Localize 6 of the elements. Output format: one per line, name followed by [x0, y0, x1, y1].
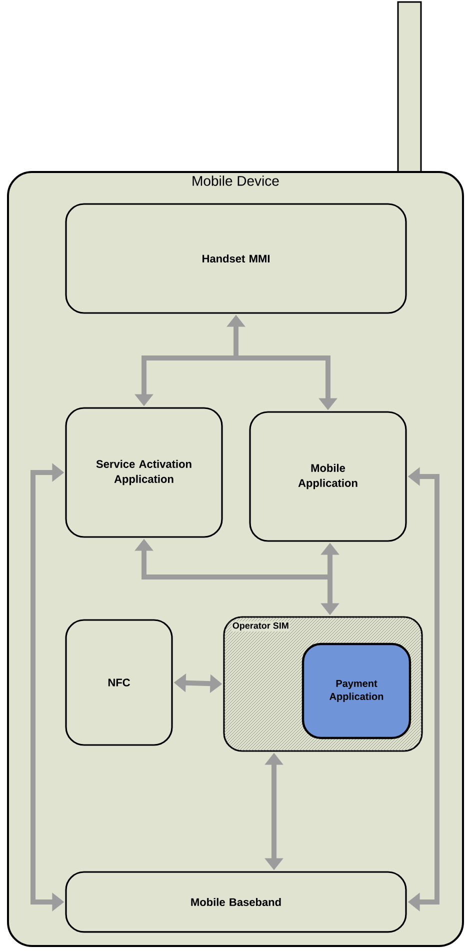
component-box: Service Activation Application [65, 407, 223, 538]
component-box: Mobile Application [249, 411, 407, 542]
component-box: NFC [65, 619, 173, 746]
component-box: Mobile Baseband [65, 871, 407, 933]
component-box: Handset MMI [65, 203, 407, 314]
application-box: Payment Application [302, 642, 412, 740]
